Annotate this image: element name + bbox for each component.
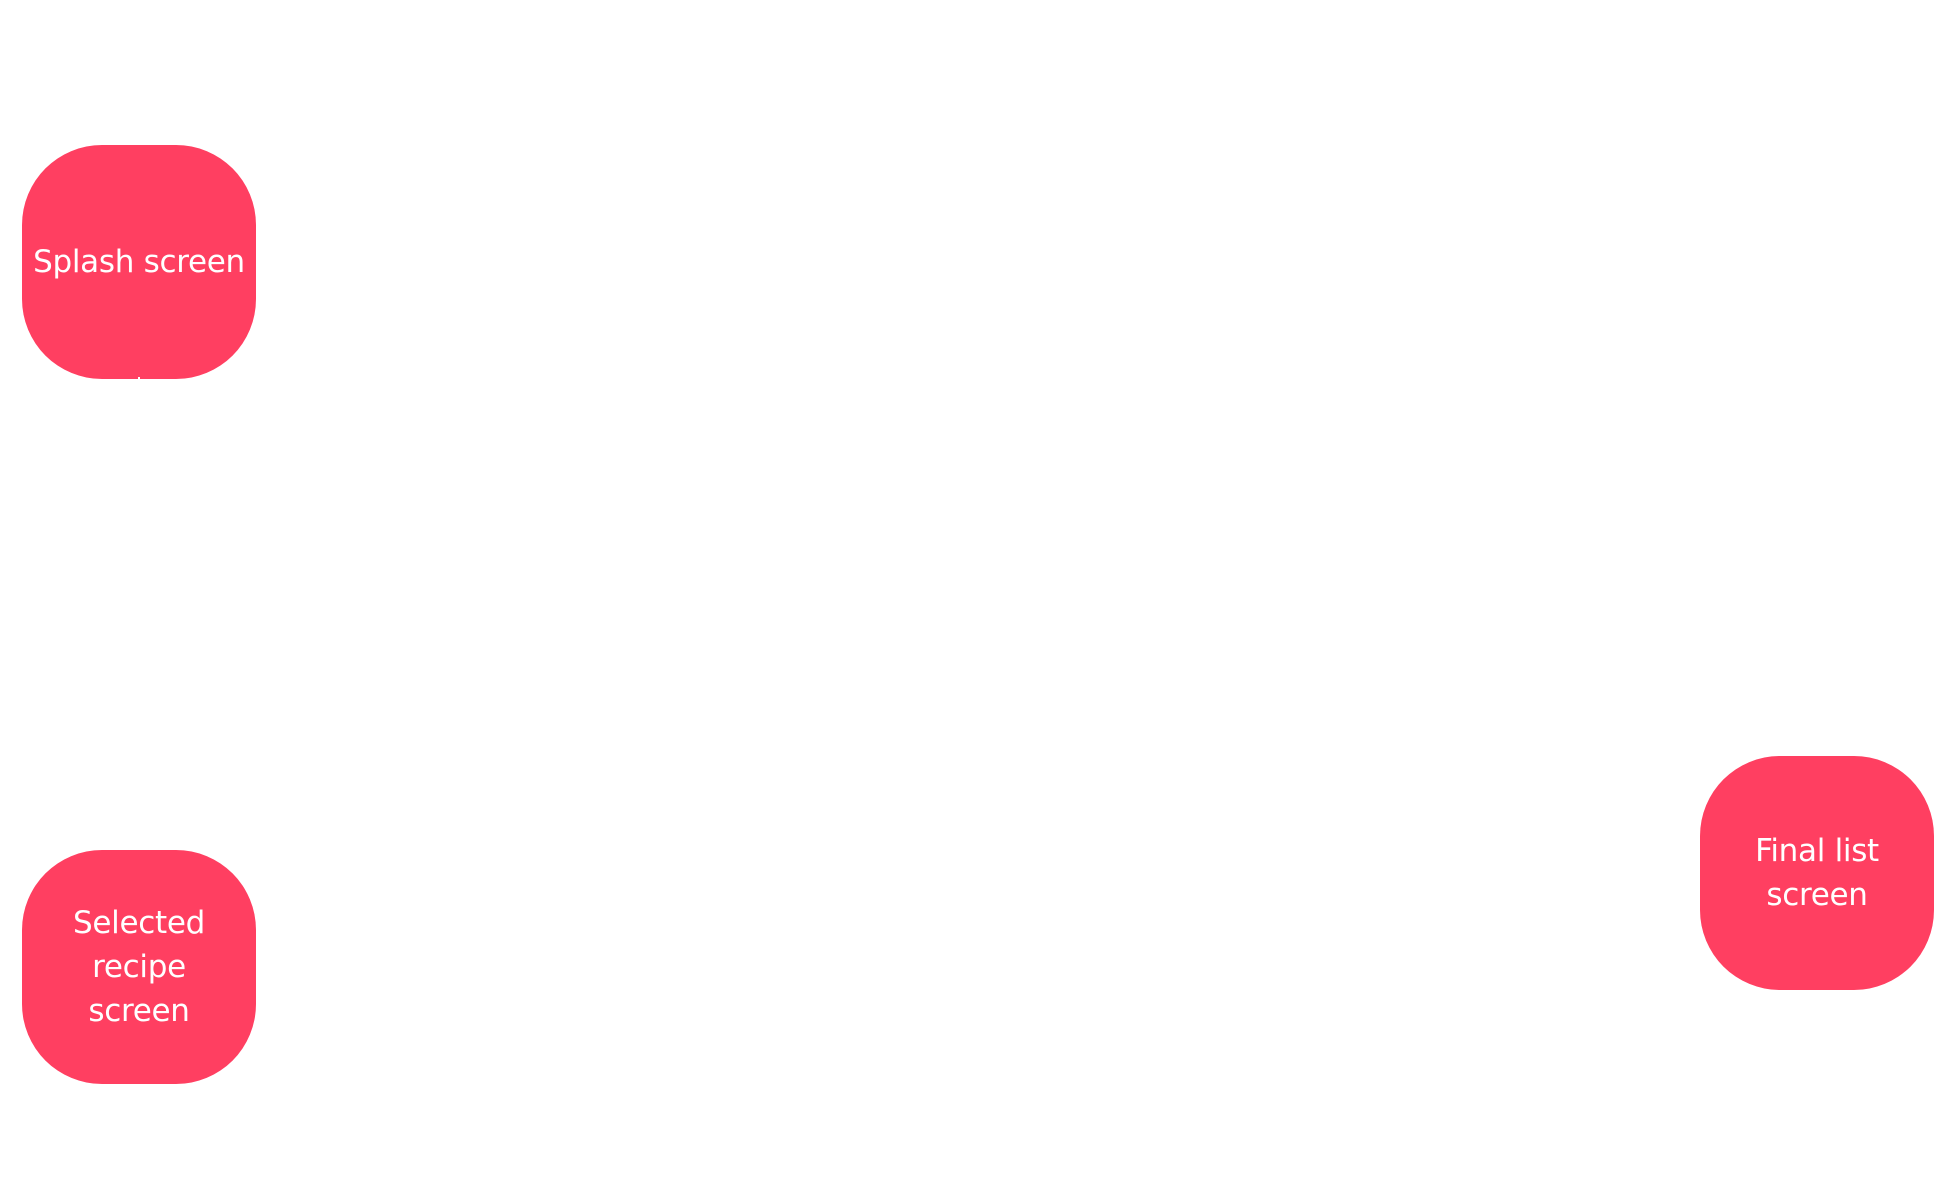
selected-recipe-screen-node[interactable]: Selected recipe screen	[22, 850, 256, 1084]
splash-screen-node[interactable]: Splash screen	[22, 145, 256, 379]
final-list-screen-label: Final list screen	[1755, 833, 1879, 913]
final-list-screen-node[interactable]: Final list screen	[1700, 756, 1934, 990]
splash-screen-label: Splash screen	[33, 244, 245, 280]
selected-recipe-screen-label: Selected recipe screen	[73, 905, 205, 1029]
